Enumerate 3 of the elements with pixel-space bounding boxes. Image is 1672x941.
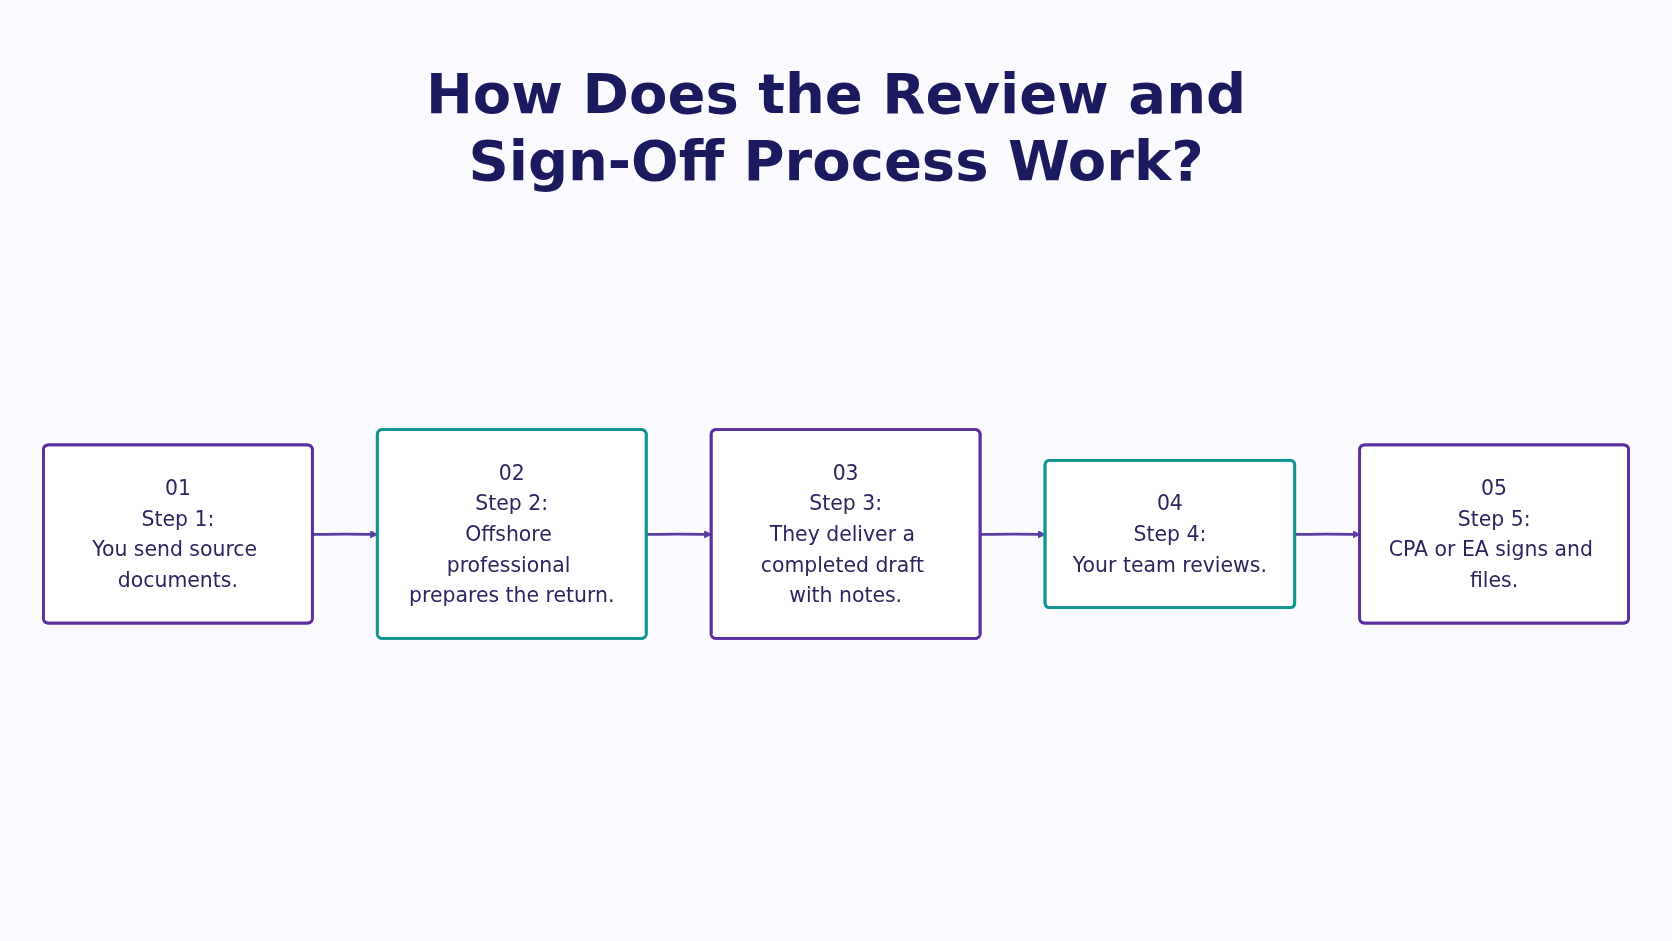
arrow: [980, 530, 1046, 539]
arrow: [646, 530, 712, 539]
title: How Does the Review and Sign-Off Process Work?: [424, 60, 1248, 195]
